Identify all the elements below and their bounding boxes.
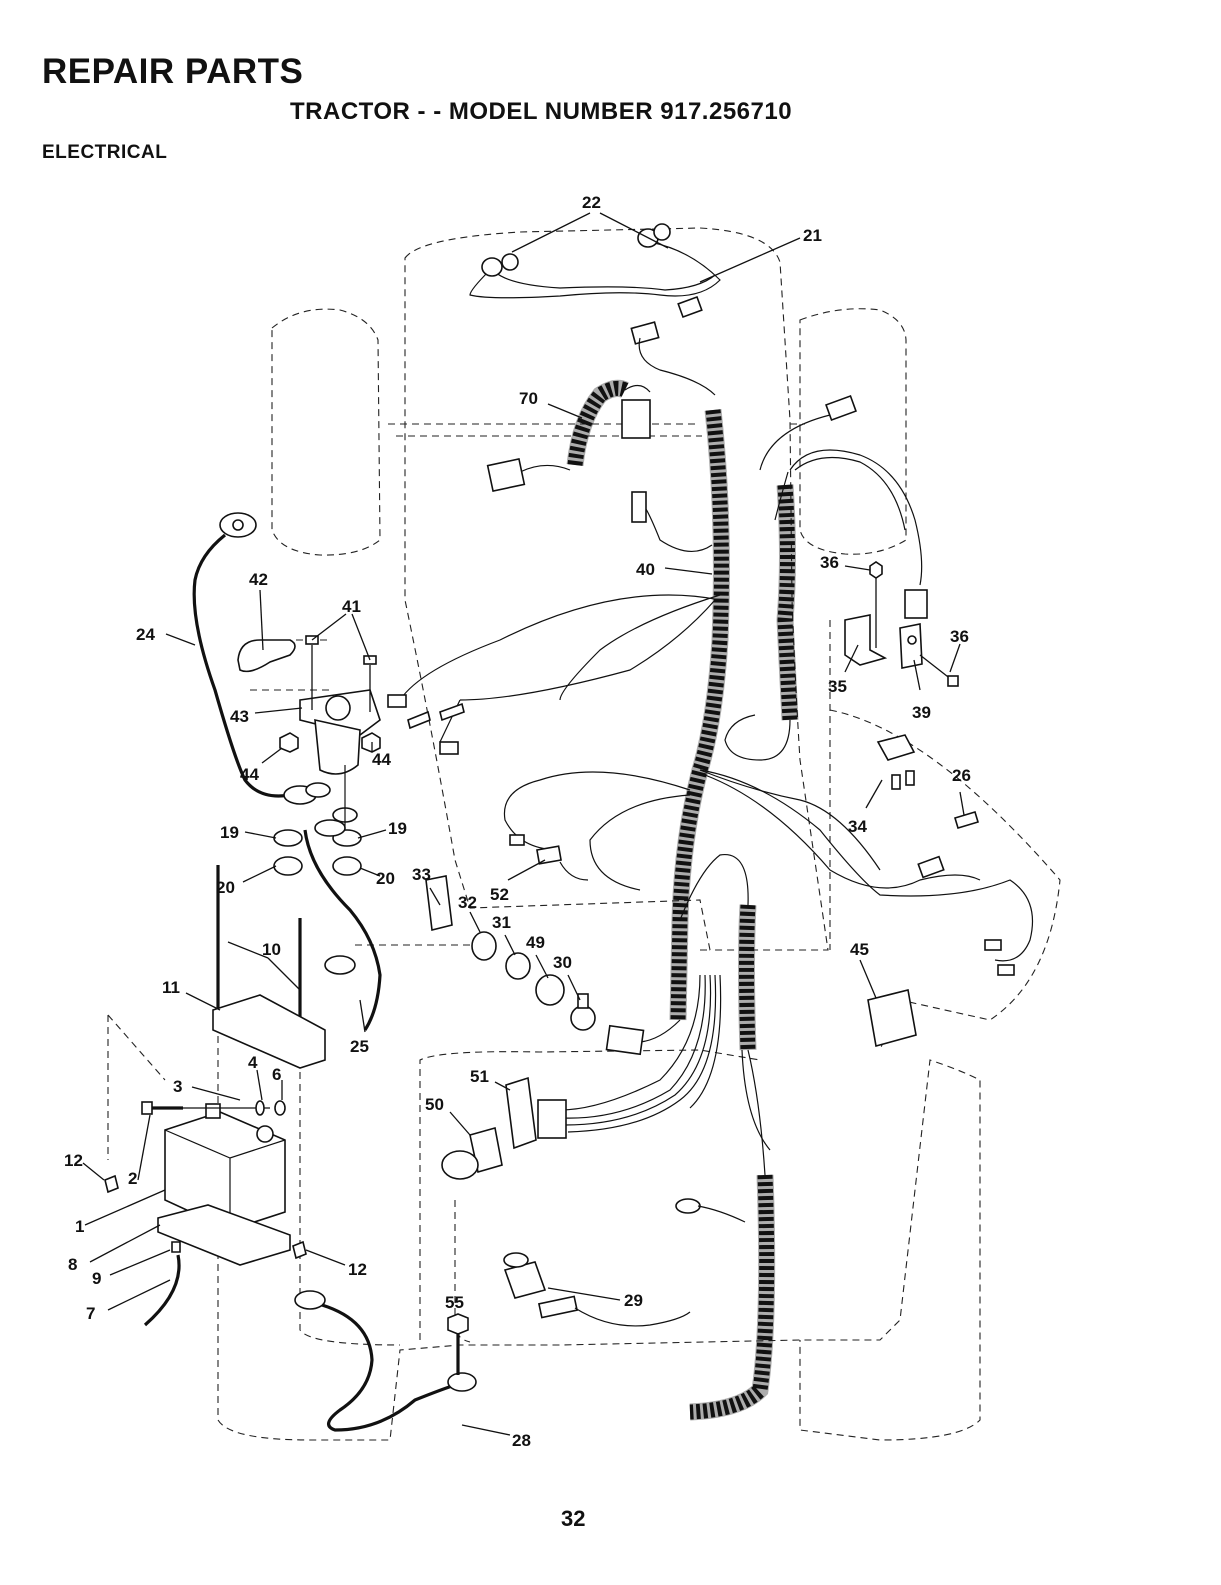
callout-20b: 20: [376, 869, 395, 888]
callout-31: 31: [492, 913, 511, 932]
callout-29: 29: [624, 1291, 643, 1310]
callout-36b: 36: [950, 627, 969, 646]
callout-1: 1: [75, 1217, 84, 1236]
callout-6: 6: [272, 1065, 281, 1084]
page-number: 32: [561, 1506, 585, 1532]
callout-70: 70: [519, 389, 538, 408]
callout-44b: 44: [372, 750, 391, 769]
callout-50: 50: [425, 1095, 444, 1114]
callout-36a: 36: [820, 553, 839, 572]
battery-assembly: [105, 1101, 306, 1325]
callout-26: 26: [952, 766, 971, 785]
callout-4: 4: [248, 1053, 258, 1072]
callout-20a: 20: [216, 878, 235, 897]
callout-43: 43: [230, 707, 249, 726]
callout-11: 11: [162, 978, 180, 997]
callout-8: 8: [68, 1255, 77, 1274]
callout-9: 9: [92, 1269, 101, 1288]
callout-44a: 44: [240, 765, 259, 784]
callout-19b: 19: [388, 819, 407, 838]
callout-21: 21: [803, 226, 822, 245]
callout-40: 40: [636, 560, 655, 579]
main-harness-40: [388, 396, 1033, 1412]
callout-25: 25: [350, 1037, 369, 1056]
callout-24: 24: [136, 625, 155, 644]
callout-7: 7: [86, 1304, 95, 1323]
callout-45: 45: [850, 940, 869, 959]
battery-cable-25: [305, 820, 380, 1030]
callout-19a: 19: [220, 823, 239, 842]
callout-51: 51: [470, 1067, 489, 1086]
callout-12b: 12: [348, 1260, 367, 1279]
callout-41: 41: [342, 597, 361, 616]
callout-22: 22: [582, 193, 601, 212]
callout-32: 32: [458, 893, 477, 912]
callout-10: 10: [262, 940, 281, 959]
harness-70: [488, 385, 650, 491]
callout-55: 55: [445, 1293, 464, 1312]
callout-30: 30: [553, 953, 572, 972]
callout-33: 33: [412, 865, 431, 884]
callout-34: 34: [848, 817, 867, 836]
callout-2: 2: [128, 1169, 137, 1188]
switch-50-and-plate-51: [442, 1078, 536, 1179]
callout-12a: 12: [64, 1151, 83, 1170]
callout-3: 3: [173, 1077, 182, 1096]
callout-35: 35: [828, 677, 847, 696]
relay-bracket-assembly: [845, 562, 958, 686]
callout-52: 52: [490, 885, 509, 904]
headlight-harness-21: [470, 224, 720, 395]
callout-39: 39: [912, 703, 931, 722]
callout-42: 42: [249, 570, 268, 589]
callout-28: 28: [512, 1431, 531, 1450]
callout-49: 49: [526, 933, 545, 952]
